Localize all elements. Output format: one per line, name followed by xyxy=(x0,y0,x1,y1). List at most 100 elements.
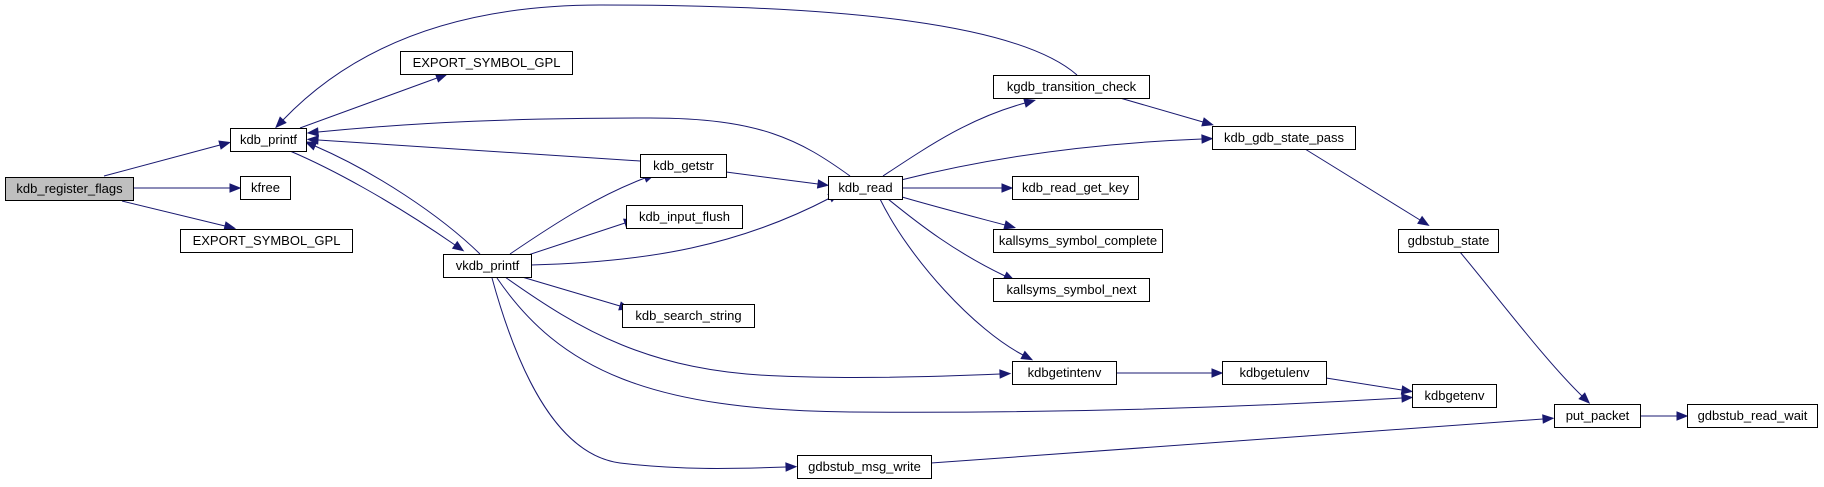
node-kdb_read_get_key[interactable]: kdb_read_get_key xyxy=(1012,176,1139,200)
arrowhead-icon xyxy=(1211,368,1224,378)
node-kdb_register_flags[interactable]: kdb_register_flags xyxy=(5,177,134,201)
edge-gdbstub_msg_write-to-put_packet xyxy=(930,414,1555,464)
edge-line xyxy=(1459,251,1583,397)
node-box xyxy=(1012,176,1139,200)
node-gdbstub_state[interactable]: gdbstub_state xyxy=(1398,229,1499,253)
edge-line xyxy=(121,200,226,227)
edge-vkdb_printf-to-kdb_input_flush xyxy=(521,218,636,258)
node-kdb_read[interactable]: kdb_read xyxy=(828,176,903,200)
node-label: kdb_printf xyxy=(240,132,297,147)
node-gdbstub_msg_write[interactable]: gdbstub_msg_write xyxy=(797,455,932,479)
edge-line xyxy=(900,138,1203,181)
node-label: kdbgetintenv xyxy=(1028,365,1102,380)
edge-vkdb_printf-to-kdb_search_string xyxy=(521,276,631,311)
node-box xyxy=(993,229,1163,253)
node-box xyxy=(1554,404,1641,428)
arrowhead-icon xyxy=(1676,411,1689,421)
node-label: kfree xyxy=(251,180,280,195)
edge-kdb_read-to-kdb_read_get_key xyxy=(902,183,1014,193)
node-label: vkdb_printf xyxy=(456,258,520,273)
edge-kdbgetulenv-to-kdbgetenv xyxy=(1325,377,1414,395)
edge-line xyxy=(317,117,851,177)
arrowhead-icon xyxy=(1400,385,1414,395)
node-box xyxy=(1412,384,1497,408)
arrowhead-icon xyxy=(1001,183,1014,193)
arrowhead-icon xyxy=(816,179,830,189)
node-box xyxy=(626,205,743,229)
node-kfree[interactable]: kfree xyxy=(240,176,291,200)
node-label: kallsyms_symbol_next xyxy=(1006,282,1136,297)
node-kdb_getstr[interactable]: kdb_getstr xyxy=(640,154,727,178)
edge-line xyxy=(317,139,641,162)
node-export_symbol_gpl_1[interactable]: EXPORT_SYMBOL_GPL xyxy=(400,51,573,75)
node-label: kdb_gdb_state_pass xyxy=(1224,130,1344,145)
edge-line xyxy=(491,277,787,469)
node-label: put_packet xyxy=(1566,408,1630,423)
edge-gdbstub_state-to-put_packet xyxy=(1459,251,1591,404)
edge-line xyxy=(901,196,1006,226)
edge-line xyxy=(887,198,1006,277)
node-put_packet[interactable]: put_packet xyxy=(1554,404,1641,428)
node-label: kdb_register_flags xyxy=(16,181,123,196)
node-box xyxy=(828,176,903,200)
edge-line xyxy=(1304,148,1421,221)
node-box xyxy=(993,75,1150,99)
arrowhead-icon xyxy=(1578,392,1591,404)
arrowhead-icon xyxy=(1023,98,1036,108)
arrowhead-icon xyxy=(999,369,1012,379)
node-box xyxy=(1687,404,1818,428)
arrowhead-icon xyxy=(218,140,231,150)
edge-line xyxy=(282,4,1078,121)
edge-line xyxy=(725,171,819,185)
node-vkdb_printf[interactable]: vkdb_printf xyxy=(443,254,532,278)
arrowhead-icon xyxy=(1417,215,1430,226)
edge-line xyxy=(1325,377,1403,391)
arrowhead-icon xyxy=(306,135,319,145)
edge-kdb_read-to-kgdb_transition_check xyxy=(882,98,1036,177)
nodes-layer: kdb_register_flagskdb_printfkfreeEXPORT_… xyxy=(5,51,1818,479)
edge-vkdb_printf-to-kdbgetenv xyxy=(496,277,1414,413)
node-kdb_search_string[interactable]: kdb_search_string xyxy=(622,304,755,328)
node-gdbstub_read_wait[interactable]: gdbstub_read_wait xyxy=(1687,404,1818,428)
node-label: kdb_getstr xyxy=(653,158,714,173)
node-kdbgetintenv[interactable]: kdbgetintenv xyxy=(1012,361,1117,385)
edge-kgdb_transition_check-to-kdb_gdb_state_pass xyxy=(1119,97,1214,127)
arrowhead-icon xyxy=(1201,117,1214,127)
arrowhead-icon xyxy=(229,183,242,193)
node-box xyxy=(5,177,134,201)
edge-kdb_read-to-kdb_gdb_state_pass xyxy=(900,134,1214,181)
node-label: kdb_input_flush xyxy=(639,209,730,224)
edge-kdb_register_flags-to-kdb_printf xyxy=(103,140,231,177)
arrowhead-icon xyxy=(785,462,798,472)
edges-layer xyxy=(103,4,1689,472)
node-box xyxy=(1222,361,1327,385)
edge-kdb_register_flags-to-export_symbol_gpl_2 xyxy=(121,200,237,231)
node-box xyxy=(230,128,307,152)
node-label: kdbgetulenv xyxy=(1239,365,1310,380)
edge-line xyxy=(882,102,1026,177)
node-label: gdbstub_state xyxy=(1408,233,1490,248)
edge-kdb_read-to-kdb_printf xyxy=(306,117,851,177)
node-kdb_input_flush[interactable]: kdb_input_flush xyxy=(626,205,743,229)
edge-line xyxy=(930,418,1544,464)
node-kdbgetenv[interactable]: kdbgetenv xyxy=(1412,384,1497,408)
edge-vkdb_printf-to-kdb_read xyxy=(530,192,841,266)
node-box xyxy=(1012,361,1117,385)
node-kallsyms_symbol_complete[interactable]: kallsyms_symbol_complete xyxy=(993,229,1163,253)
node-kgdb_transition_check[interactable]: kgdb_transition_check xyxy=(993,75,1150,99)
edge-line xyxy=(521,276,621,307)
node-kallsyms_symbol_next[interactable]: kallsyms_symbol_next xyxy=(993,278,1150,302)
node-kdb_gdb_state_pass[interactable]: kdb_gdb_state_pass xyxy=(1212,126,1356,150)
node-kdb_printf[interactable]: kdb_printf xyxy=(230,128,307,152)
node-label: EXPORT_SYMBOL_GPL xyxy=(193,233,341,248)
node-box xyxy=(443,254,532,278)
node-kdbgetulenv[interactable]: kdbgetulenv xyxy=(1222,361,1327,385)
edge-put_packet-to-gdbstub_read_wait xyxy=(1640,411,1689,421)
node-box xyxy=(1398,229,1499,253)
edge-kdb_printf-to-export_symbol_gpl_1 xyxy=(299,73,448,129)
node-export_symbol_gpl_2[interactable]: EXPORT_SYMBOL_GPL xyxy=(180,229,353,253)
edge-kdb_getstr-to-kdb_read xyxy=(725,171,830,189)
edge-kdbgetintenv-to-kdbgetulenv xyxy=(1116,368,1224,378)
node-label: kdbgetenv xyxy=(1425,388,1485,403)
arrowhead-icon xyxy=(275,116,287,129)
